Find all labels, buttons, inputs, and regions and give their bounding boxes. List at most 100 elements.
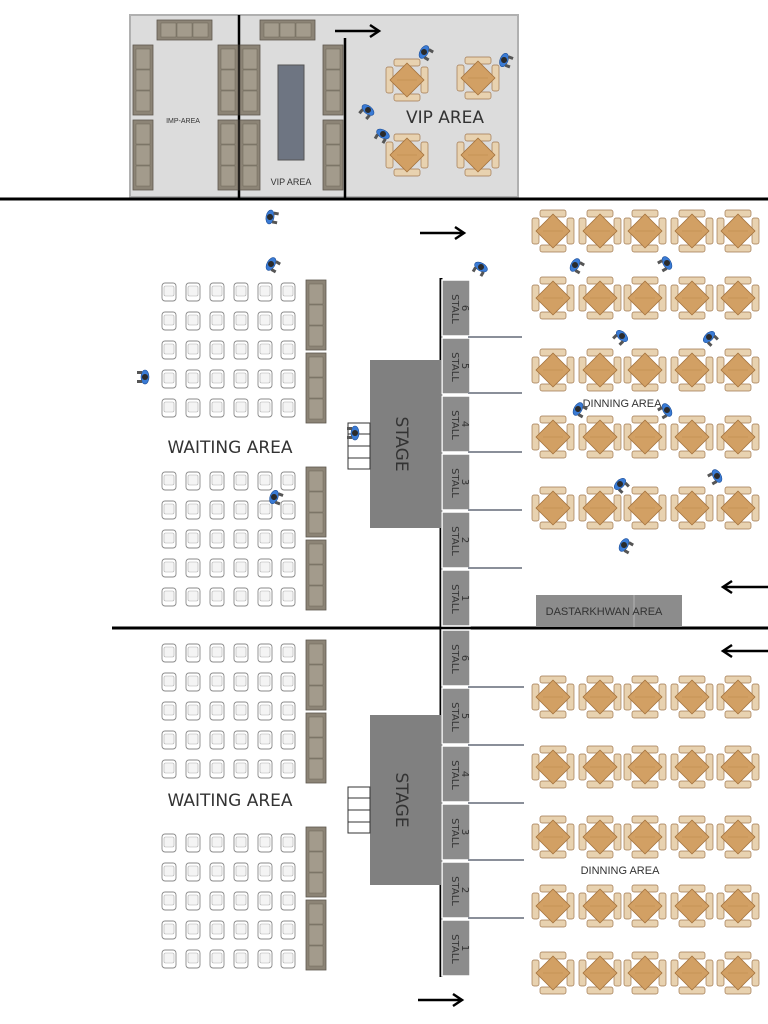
- dining-table-icon: [578, 675, 622, 719]
- waiting-chair-icon: [209, 500, 225, 520]
- stall-label: STALL2: [449, 876, 470, 906]
- waiting-chair-icon: [209, 529, 225, 549]
- waiting-chair-icon: [233, 920, 249, 940]
- waiting-chair-icon: [257, 500, 273, 520]
- sofa-icon: [217, 119, 239, 191]
- sofa-icon: [305, 712, 327, 784]
- waiting-chair-icon: [280, 672, 296, 692]
- waiting-chair-icon: [209, 471, 225, 491]
- sofa-icon: [305, 352, 327, 424]
- waiting-chair-icon: [161, 833, 177, 853]
- dining-table-icon: [578, 209, 622, 253]
- waiting-chair-icon: [280, 311, 296, 331]
- stage-lower: [370, 715, 441, 885]
- sofa-icon: [239, 44, 261, 116]
- waiting-chair-icon: [280, 529, 296, 549]
- waiting-chair-icon: [161, 672, 177, 692]
- waiting-chair-icon: [257, 730, 273, 750]
- dining-table-icon: [578, 415, 622, 459]
- stall-label: STALL3: [449, 468, 470, 498]
- waiting-chair-icon: [209, 920, 225, 940]
- waiting-chair-icon: [161, 949, 177, 969]
- waiting-chair-icon: [185, 701, 201, 721]
- dining-table-icon: [623, 486, 667, 530]
- waiting-chair-icon: [257, 311, 273, 331]
- dining-table-icon: [716, 675, 760, 719]
- waiting-chair-icon: [185, 759, 201, 779]
- waiting-chair-icon: [280, 833, 296, 853]
- dining-table-icon: [716, 276, 760, 320]
- waiting-chair-icon: [161, 643, 177, 663]
- sofa-icon: [132, 44, 154, 116]
- dining-table-icon: [623, 745, 667, 789]
- waiting-chair-icon: [209, 891, 225, 911]
- waiting-chair-icon: [161, 369, 177, 389]
- waiting-chair-icon: [280, 643, 296, 663]
- waiting-chair-icon: [233, 558, 249, 578]
- dining-area-label-upper: DINNING AREA: [583, 398, 663, 410]
- upper-section: WAITING AREA STAGE STALL6STALL5STALL4STA…: [136, 208, 768, 627]
- waiting-chair-icon: [280, 587, 296, 607]
- dining-table-icon: [531, 815, 575, 859]
- waiting-chair-icon: [280, 500, 296, 520]
- dining-table-icon: [716, 951, 760, 995]
- waiting-chair-icon: [209, 369, 225, 389]
- waiting-chair-icon: [161, 862, 177, 882]
- waiting-chair-icon: [257, 282, 273, 302]
- waiting-chair-icon: [233, 282, 249, 302]
- arrow-icon: [418, 992, 465, 1008]
- stall-label: STALL5: [449, 702, 470, 732]
- waiting-chair-icon: [257, 701, 273, 721]
- stall-label: STALL6: [449, 644, 470, 674]
- waiting-area-label-upper: WAITING AREA: [167, 438, 292, 458]
- sofa-icon: [217, 44, 239, 116]
- dining-table-icon: [670, 415, 714, 459]
- waiting-chair-icon: [209, 949, 225, 969]
- waiting-chair-icon: [161, 759, 177, 779]
- waiting-chair-icon: [280, 891, 296, 911]
- waiting-chair-icon: [161, 730, 177, 750]
- waiting-chair-icon: [280, 730, 296, 750]
- dining-table-icon: [623, 348, 667, 392]
- person-icon: [610, 327, 631, 348]
- dining-table-icon: [716, 209, 760, 253]
- sofa-icon: [305, 899, 327, 971]
- stall-box: [441, 919, 471, 977]
- dining-table-icon: [578, 951, 622, 995]
- person-icon: [706, 467, 725, 487]
- stall-label: STALL1: [449, 584, 470, 614]
- dining-table-icon: [670, 209, 714, 253]
- waiting-chair-icon: [209, 730, 225, 750]
- waiting-chair-icon: [185, 529, 201, 549]
- vip-main-label: VIP AREA: [406, 108, 484, 128]
- waiting-chair-icon: [185, 833, 201, 853]
- dining-table-icon: [578, 884, 622, 928]
- stage-label-upper: STAGE: [391, 416, 411, 471]
- arrow-icon: [720, 579, 768, 595]
- waiting-area-label-lower: WAITING AREA: [167, 791, 292, 811]
- lower-section: WAITING AREA STAGE STALL6STALL5STALL4STA…: [161, 629, 768, 1008]
- waiting-chair-icon: [185, 500, 201, 520]
- person-icon: [264, 208, 280, 226]
- dining-table-icon: [670, 675, 714, 719]
- waiting-chair-icon: [280, 920, 296, 940]
- person-icon: [656, 254, 675, 274]
- arrow-icon: [335, 23, 382, 39]
- waiting-chair-icon: [209, 643, 225, 663]
- stall-box: [441, 279, 471, 337]
- waiting-chair-icon: [209, 701, 225, 721]
- dining-table-icon: [623, 415, 667, 459]
- waiting-chair-icon: [185, 340, 201, 360]
- dining-table-icon: [623, 815, 667, 859]
- waiting-chair-icon: [185, 862, 201, 882]
- dining-table-icon: [716, 815, 760, 859]
- dining-table-icon: [623, 209, 667, 253]
- stall-box: [441, 861, 471, 919]
- stage-steps-lower: [347, 786, 371, 834]
- waiting-chair-icon: [233, 759, 249, 779]
- waiting-chair-icon: [257, 558, 273, 578]
- waiting-chair-icon: [233, 529, 249, 549]
- stage-upper: [370, 360, 441, 528]
